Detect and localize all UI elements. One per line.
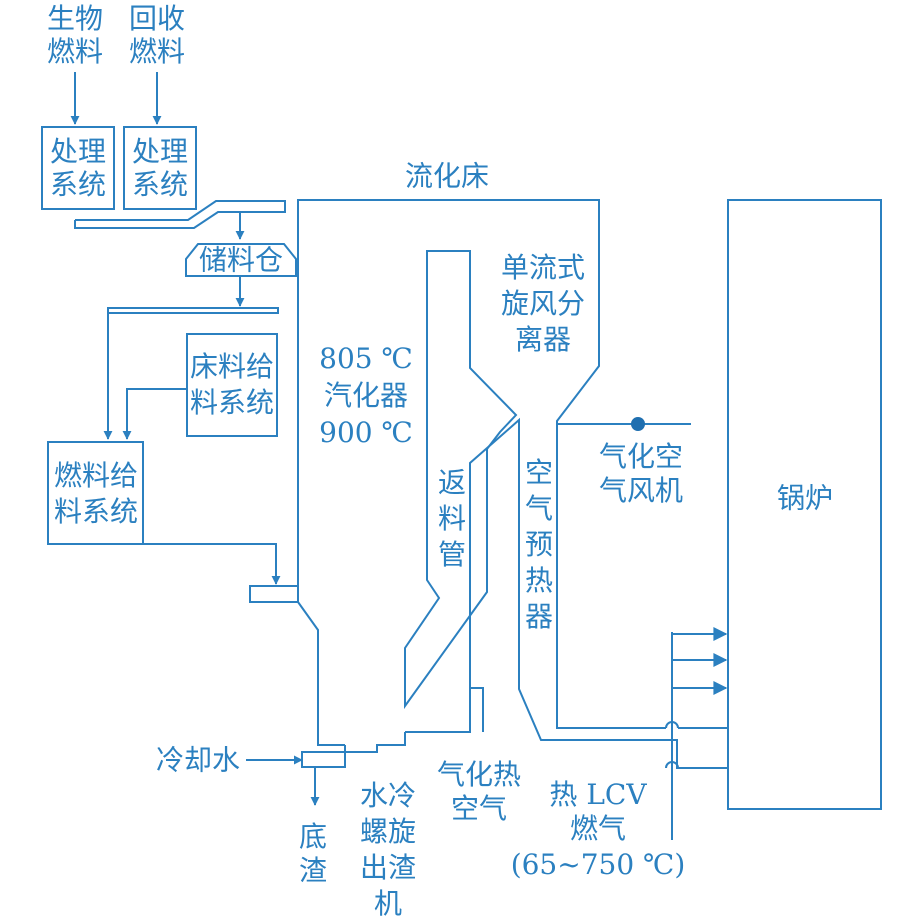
cyclone-label: 单流式旋风分离器 [501,251,585,356]
boiler-box [727,199,882,810]
fuel-inlet-nozzle [249,585,299,603]
treatment-box-2 [123,126,197,210]
treatment-box-1 [41,126,115,210]
fuel-feed-box [47,441,144,545]
bed-feed-box [186,333,278,437]
return-pipe-shape [404,250,518,710]
air-fan-label: 气化空气风机 [599,440,683,507]
recycled-fuel-label: 回收燃料 [129,2,185,68]
return-pipe-label: 返料管 [438,466,466,571]
air-fan-icon [631,417,645,431]
ash-outlet-block [301,751,346,768]
bed-feed-label: 床料给料系统 [190,350,274,419]
hot-air-label: 气化热空气 [437,758,521,825]
fuel-feed-line [143,543,281,585]
screw-extractor-line [344,732,406,753]
conveyor-chute [74,200,286,229]
bed-feed-arrow [122,388,187,440]
treatment-label-2: 处理系统 [132,135,188,201]
screw-extractor-label: 水冷螺旋出渣机 [360,779,416,920]
fluidized-bed-label: 流化床 [405,160,489,193]
storage-bin-shape [185,243,297,277]
bio-fuel-label: 生物燃料 [47,2,103,68]
distributor-bar [107,307,279,314]
air-preheater-inner [470,687,484,732]
boiler-label: 锅炉 [777,482,833,515]
bottom-ash-label: 底渣 [299,820,327,887]
air-preheater-label: 空气预热器 [525,456,553,633]
gasifier-right-wall [297,601,345,746]
air-preheater-outer [405,417,728,769]
fuel-feed-label: 燃料给料系统 [54,459,138,528]
storage-bin-label: 储料仓 [199,244,283,277]
treatment-label-1: 处理系统 [50,135,106,201]
cooling-water-label: 冷却水 [156,744,240,777]
